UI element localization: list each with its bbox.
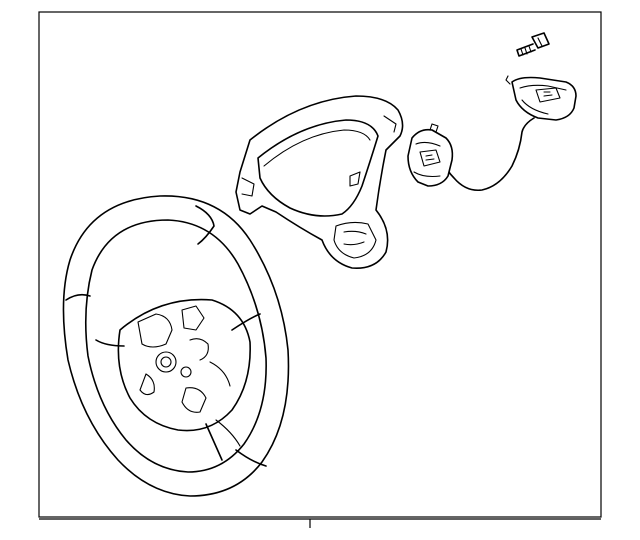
steering-wheel-icon [62,195,290,497]
switch-left-icon [407,123,454,187]
switch-right-icon [443,75,577,192]
bolt-icon [516,32,550,57]
trim-cover-icon [235,95,404,269]
